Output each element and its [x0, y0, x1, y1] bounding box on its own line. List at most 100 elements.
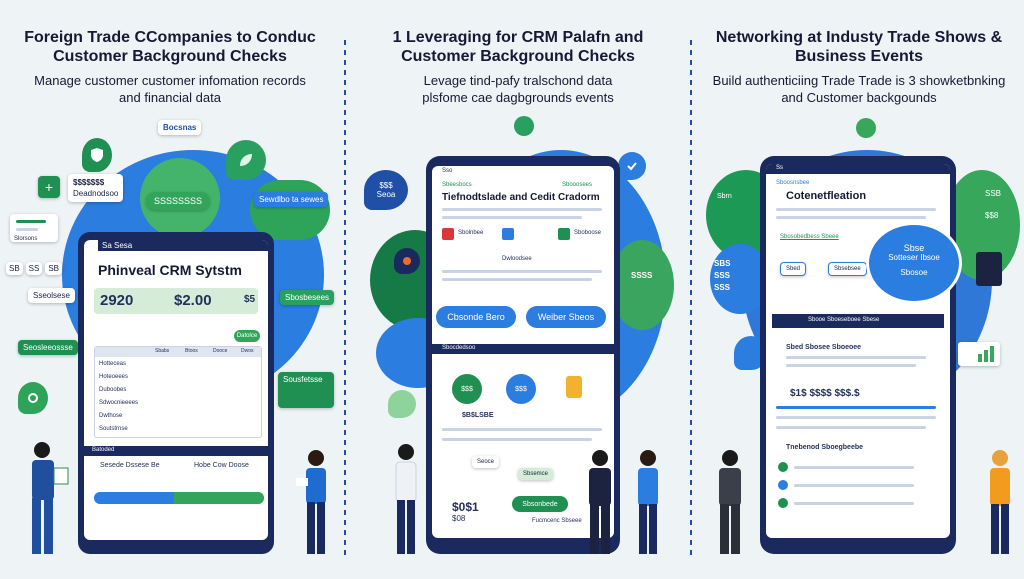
progress-bar [94, 492, 264, 504]
filter-chip[interactable]: Sbed [780, 262, 807, 276]
chart-bar [984, 350, 988, 362]
panel-subtitle: Manage customer customer infomation reco… [0, 72, 340, 106]
table-row[interactable]: Hotteceas [99, 361, 127, 367]
placeholder-line [794, 502, 914, 505]
placeholder-line [16, 228, 38, 231]
primary-button[interactable]: Cbsonde Bero [436, 306, 516, 328]
right-bubble-chip: SSSS [631, 271, 653, 280]
add-button[interactable]: + [38, 176, 60, 198]
chat-bubble [226, 140, 266, 180]
screen-header: Ss [776, 165, 784, 171]
left-circle-chip: Sbrn [717, 193, 732, 200]
right-tag: $$8 [985, 211, 999, 220]
tablet-mini [976, 252, 1002, 286]
table-column-header: Dwos [241, 348, 254, 354]
logo-card: Sboboose [558, 228, 608, 264]
stat-circle: $$$ [506, 374, 536, 404]
placeholder-line [442, 428, 602, 431]
secondary-button[interactable]: Weiber Sbeos [526, 306, 606, 328]
table-row[interactable]: Dwthose [99, 413, 123, 419]
bottom-button[interactable]: Sbsonbede [512, 496, 568, 512]
screen-title: Cotenetfleation [786, 190, 867, 202]
chart-bar [990, 346, 994, 362]
panel-title-line-2: Business Events [794, 48, 924, 65]
filter-chip[interactable]: Sbsebsee [828, 262, 867, 276]
search-bar-label: Sbooe Sboeseboee Sbese [808, 317, 880, 323]
table-column-header: Dooce [213, 348, 228, 354]
screen-header: Sa Sesa [98, 240, 268, 251]
link-text[interactable]: Sbosobedbess Sbeee [780, 234, 839, 240]
panel-subtitle-line-2: and financial data [119, 90, 221, 105]
tag: SB [45, 262, 63, 275]
businessman-figure [589, 450, 611, 554]
placeholder-line [794, 466, 914, 469]
stat-value: $5 [244, 294, 256, 305]
search-bar: Sbooe Sboeseboee Sbese [772, 314, 944, 328]
logo-label: Dwloodsee [502, 256, 532, 262]
table-row[interactable]: Soutstrnse [99, 426, 128, 432]
panel-title: Foreign Trade CCompanies to Conduc Custo… [0, 28, 340, 66]
screen-title: Phinveal CRM Sytstm [98, 262, 242, 278]
businessman-figure [32, 442, 69, 554]
badge-dot [403, 257, 411, 265]
tag: SSS [714, 283, 731, 292]
chip-label: Bocsnas [163, 123, 197, 132]
panel-subtitle-line-1: Manage customer customer infomation reco… [34, 73, 306, 88]
table-button[interactable]: Datolce [234, 330, 260, 342]
crm-screen: Sa Sesa Phinveal CRM Sytstm 2920 $2.00 $… [84, 240, 268, 540]
bottom-row: Hobe Cow Doose [194, 462, 249, 469]
placeholder-line [776, 216, 926, 219]
panel-subtitle: Build authenticiing Trade Trade is 3 sho… [694, 72, 1024, 106]
side-chip: Sbosbesees [280, 290, 335, 305]
profile-bubble: Sbse Sotteser Ibsoe Sbosoe [866, 222, 962, 304]
screen-tag: Sbooosees [562, 182, 593, 188]
section-title: Tnebenod Sboegbeebe [786, 444, 864, 451]
logo-card: Sbolnbee [442, 228, 492, 264]
list-icon [778, 498, 788, 508]
credit-screen: Sso Sbeesbocs Sbooosees Tiefnodtslade an… [432, 166, 614, 538]
panel-subtitle: Levage tind-pafy tralschond data plsfome… [348, 72, 688, 106]
screen-header: Sso [442, 168, 453, 174]
right-tag: SSB [985, 189, 1002, 198]
phone-device: Ss Sboosnsbee Cotenetfleation Sbosobedbe… [760, 156, 956, 554]
table-row[interactable]: Hoteoeees [99, 374, 129, 380]
panel-title-line-1: Networking at Industy Trade Shows & [715, 29, 1003, 46]
plant-icon [856, 118, 876, 138]
panel-title-line-1: 1 Leveraging for CRM Palafn and [392, 29, 644, 46]
phone-device: Sso Sbeesbocs Sbooosees Tiefnodtslade an… [426, 156, 620, 554]
placeholder-line [776, 416, 936, 419]
tablet-device: Sa Sesa Phinveal CRM Sytstm 2920 $2.00 $… [78, 232, 274, 554]
panel-subtitle-line-2: plsfome cae dagbgrounds events [422, 90, 614, 105]
chip-label: Slorsons [14, 236, 38, 242]
background-blob [250, 180, 330, 240]
bottom-bar-label: Batoded [92, 447, 115, 453]
logo-card: Dwloodsee [502, 228, 552, 264]
table-row[interactable]: Sdwocnieeees [99, 400, 139, 406]
tag: SBS [714, 259, 731, 268]
table-row[interactable]: Duboobes [99, 387, 127, 393]
data-table: Sbabs Btoos Dooce Dwos Hotteceas Hoteoee… [94, 346, 262, 438]
small-chip-left: Sseolsese [28, 288, 75, 303]
screen-header-bar: Ss [766, 164, 950, 174]
woman-figure [296, 450, 326, 554]
placeholder-line [776, 208, 936, 211]
tag-row: SB SS SB [6, 262, 63, 275]
shield-icon [91, 148, 103, 162]
value-row: $1$ $$$$ $$$.$ [790, 388, 860, 399]
panel-divider [690, 40, 692, 560]
tag: SB [6, 262, 23, 275]
panel-subtitle-line-1: Build authenticiing Trade Trade is 3 sho… [712, 73, 1006, 88]
verification-screen: Ss Sboosnsbee Cotenetfleation Sbosobedbe… [766, 164, 950, 538]
businessman-figure [719, 450, 741, 554]
gear-icon [28, 393, 38, 403]
checkmark-icon [627, 162, 637, 171]
security-bubble [18, 382, 48, 414]
timeline-line [776, 406, 936, 409]
logo-mark [442, 228, 454, 240]
placeholder-line [442, 216, 582, 219]
plus-icon: + [44, 179, 54, 195]
screen-tag: Sbeesbocs [442, 182, 472, 188]
logo-label: Sboboose [574, 230, 602, 236]
panel-subtitle-line-1: Levage tind-pafy tralschond data [423, 73, 613, 88]
tag-column: SBS SSS SSS [714, 258, 730, 294]
